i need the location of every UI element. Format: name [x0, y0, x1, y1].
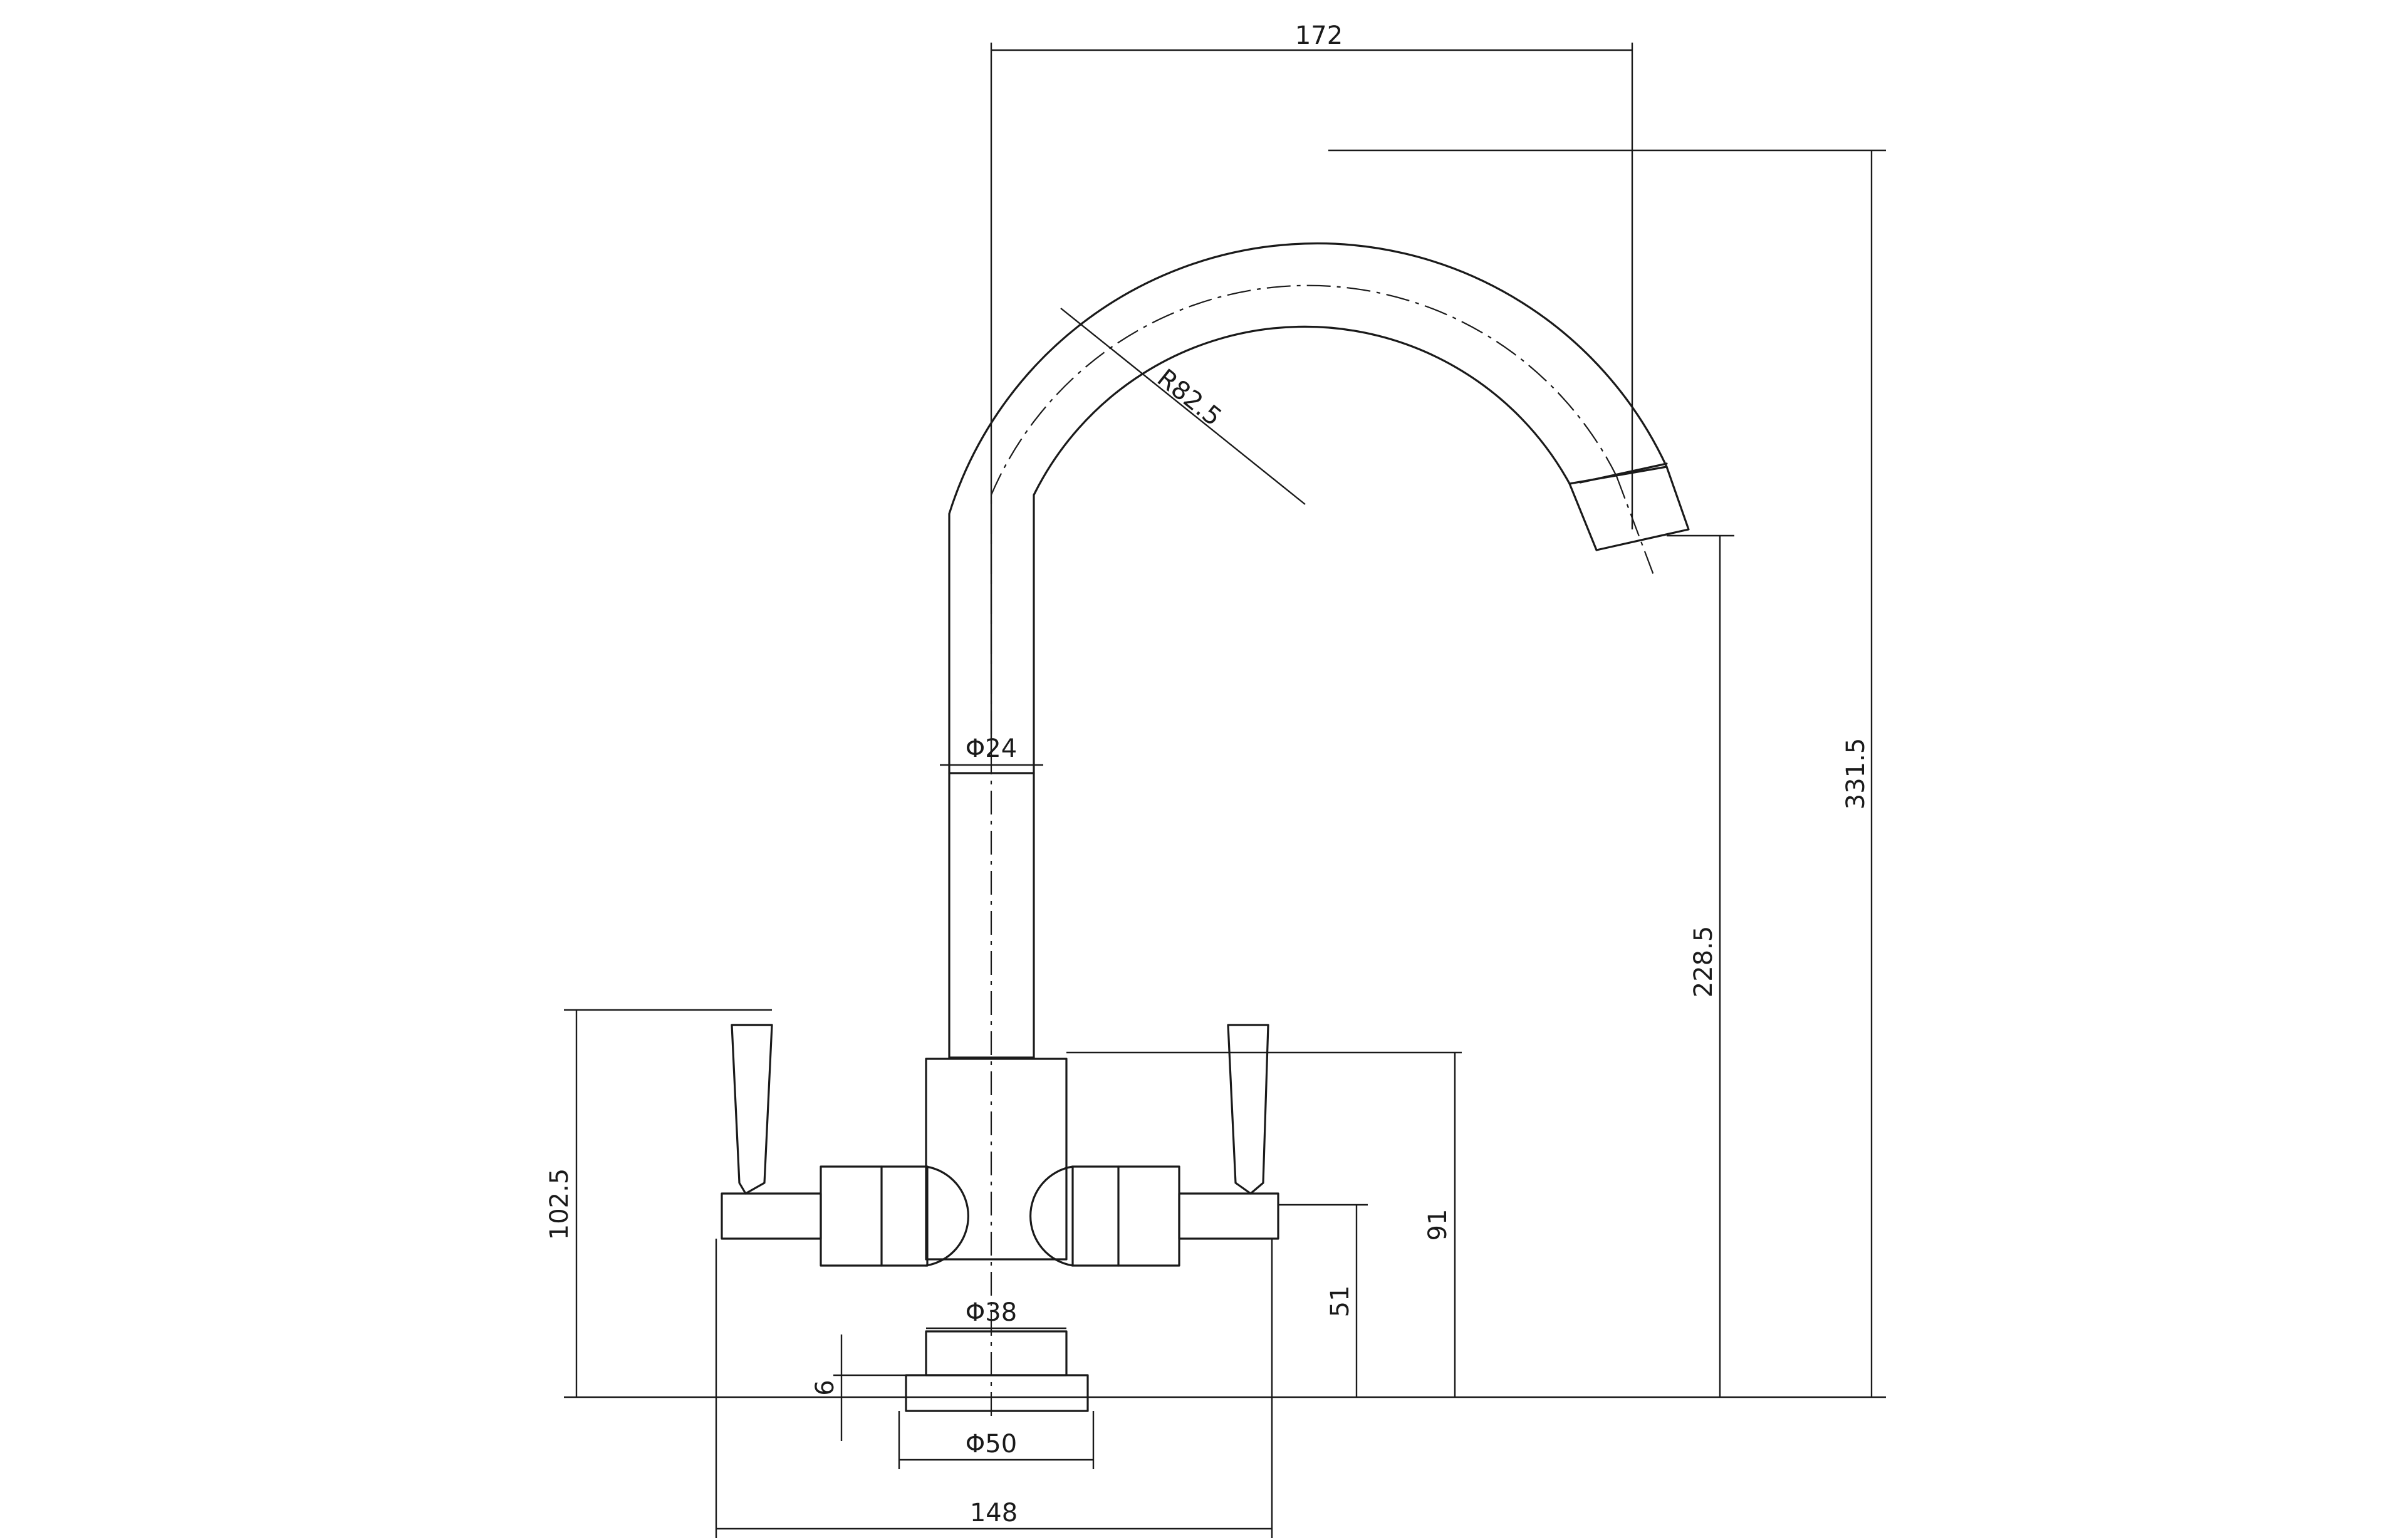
right-valve-block	[1071, 1165, 1180, 1267]
tap-body	[925, 1058, 1068, 1261]
base-neck	[925, 1330, 1068, 1376]
spout-nozzle	[1568, 466, 1690, 551]
dim-51: 51	[1326, 1286, 1355, 1318]
right-lever	[1227, 1024, 1269, 1195]
spout-inner	[1033, 325, 1571, 1059]
spout-center-arc	[990, 284, 1617, 496]
dim-148: 148	[970, 1499, 1018, 1527]
dim-body-dia: Φ38	[966, 1298, 1017, 1327]
dim-102-5: 102.5	[545, 1168, 574, 1241]
dimension-labels: 172 331.5 228.5 R82.5 Φ24 102.5 91 51 Φ3…	[545, 21, 1870, 1527]
dim-172: 172	[1295, 21, 1343, 50]
spout-outer	[948, 242, 1668, 1059]
center-lines	[990, 284, 1655, 1416]
dim-radius: R82.5	[1152, 363, 1227, 432]
dim-228-5: 228.5	[1689, 926, 1718, 998]
left-lever	[731, 1024, 773, 1195]
dim-base-dia: Φ50	[966, 1430, 1017, 1459]
left-valve-block	[820, 1165, 929, 1267]
left-valve-stem	[721, 1192, 822, 1240]
dim-91: 91	[1424, 1209, 1452, 1241]
dim-base-thk: 6	[811, 1380, 840, 1395]
dimension-lines	[564, 43, 1886, 1538]
dim-331-5: 331.5	[1841, 738, 1870, 810]
nozzle-line	[1579, 462, 1668, 484]
right-valve-stem	[1178, 1192, 1279, 1240]
base-plate	[905, 1374, 1089, 1412]
tap-outline	[721, 242, 1690, 1412]
dim-pipe-dia: Φ24	[966, 734, 1017, 763]
